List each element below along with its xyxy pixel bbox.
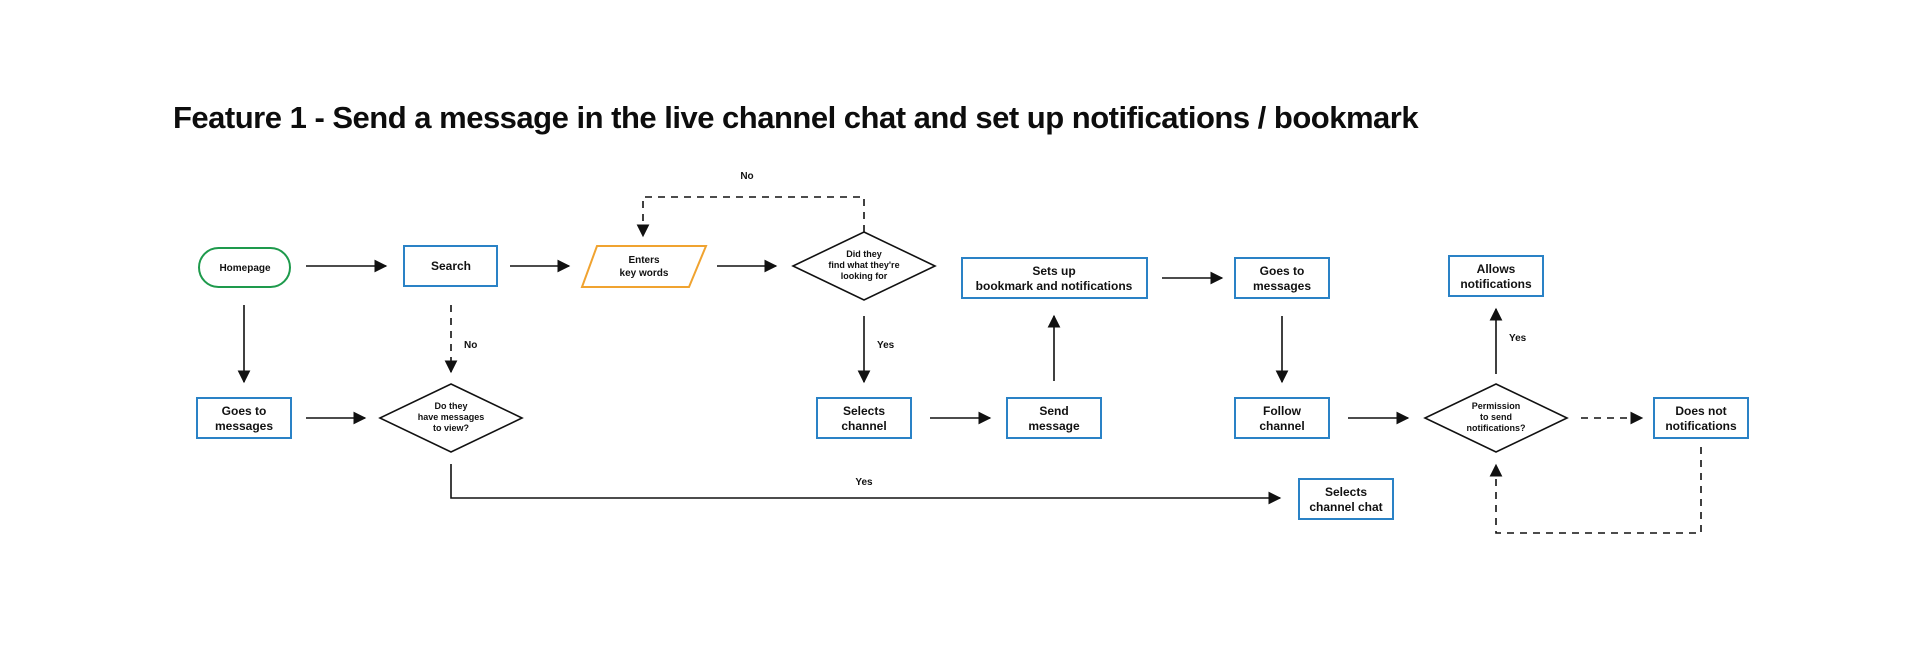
node-permission: Permission to send notifications?	[1423, 383, 1569, 453]
node-allows-line1: Allows	[1477, 262, 1516, 276]
node-dothey-line1: Do they	[434, 401, 467, 411]
edge-doesnot-loop	[1489, 447, 1702, 534]
node-goes-to-messages-2: Goes to messages	[1234, 257, 1330, 299]
edge-didfind-no-loop	[636, 196, 865, 238]
node-follow-line1: Follow	[1263, 404, 1302, 418]
node-search: Search	[403, 245, 498, 287]
node-allows-notifications: Allows notifications	[1448, 255, 1544, 297]
edge-label-yes-allow: Yes	[1509, 333, 1527, 344]
edge-label-yes-bottom: Yes	[855, 477, 873, 488]
node-didfind-line3: looking for	[841, 271, 888, 281]
node-permission-line3: notifications?	[1467, 423, 1526, 433]
node-didfind-line2: find what they're	[828, 260, 899, 270]
node-permission-line2: to send	[1480, 412, 1512, 422]
node-send-line1: Send	[1039, 404, 1068, 418]
node-enters-line2: key words	[620, 268, 669, 279]
node-enters-line1: Enters	[628, 255, 660, 266]
node-dothey-line2: have messages	[418, 412, 485, 422]
node-goesto2-line1: Goes to	[1260, 264, 1305, 278]
node-didfind-line1: Did they	[846, 249, 882, 259]
node-sets-up-bookmark: Sets up bookmark and notifications	[961, 257, 1148, 299]
node-goesto2-line2: messages	[1253, 279, 1311, 293]
node-goes-to-messages-1: Goes to messages	[196, 397, 292, 439]
edge-label-no-top: No	[740, 171, 753, 182]
node-follow-line2: channel	[1259, 419, 1304, 433]
node-search-label: Search	[431, 259, 471, 273]
node-does-not-notifications: Does not notifications	[1653, 397, 1749, 439]
node-permission-line1: Permission	[1472, 401, 1521, 411]
node-dothey-line3: to view?	[433, 423, 469, 433]
node-doesnot-line1: Does not	[1675, 404, 1726, 418]
node-send-message: Send message	[1006, 397, 1102, 439]
page-title: Feature 1 - Send a message in the live c…	[173, 100, 1419, 135]
node-setsup-line2: bookmark and notifications	[976, 279, 1133, 293]
node-selects-channel: Selects channel	[816, 397, 912, 439]
node-chat-line1: Selects	[1325, 485, 1367, 499]
node-selects-line2: channel	[841, 419, 886, 433]
node-chat-line2: channel chat	[1309, 500, 1382, 514]
node-allows-line2: notifications	[1460, 277, 1532, 291]
node-homepage: Homepage	[198, 247, 291, 288]
node-do-they-have-messages: Do they have messages to view?	[378, 383, 524, 453]
node-enters-key-words: Enters key words	[580, 245, 708, 288]
node-doesnot-line2: notifications	[1665, 419, 1737, 433]
node-homepage-label: Homepage	[219, 263, 271, 274]
edge-label-yes-find: Yes	[877, 340, 895, 351]
node-send-line2: message	[1028, 419, 1080, 433]
node-goesto1-line2: messages	[215, 419, 273, 433]
node-selects-channel-chat: Selects channel chat	[1298, 478, 1394, 520]
node-did-they-find: Did they find what they're looking for	[791, 231, 937, 301]
connectors	[237, 196, 1702, 534]
node-setsup-line1: Sets up	[1032, 264, 1075, 278]
edge-dothey-yes	[450, 464, 1282, 505]
node-follow-channel: Follow channel	[1234, 397, 1330, 439]
node-selects-line1: Selects	[843, 404, 885, 418]
node-goesto1-line1: Goes to	[222, 404, 267, 418]
edge-label-no-search: No	[464, 340, 477, 351]
